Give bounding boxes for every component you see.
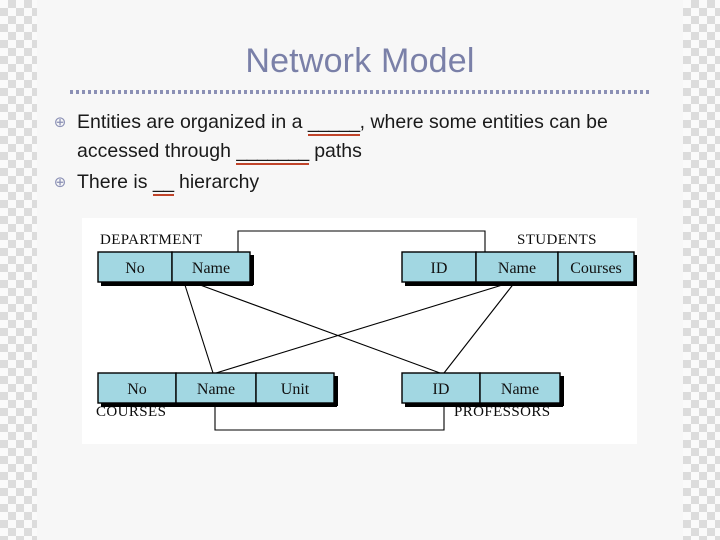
field-label: Name: [192, 260, 230, 277]
field-cell[interactable]: [401, 372, 481, 404]
cell-shadow: [561, 282, 637, 286]
cell-shadow: [175, 282, 253, 286]
bullet-item: ⊕ Entities are organized in a _____, wher…: [43, 108, 683, 166]
fill-in-blank: __: [152, 171, 174, 196]
transparency-checker-left: [0, 0, 37, 540]
field-cell[interactable]: [97, 372, 177, 404]
bullet-text-segment: hierarchy: [173, 171, 260, 193]
entity-label-professors: PROFESSORS: [454, 404, 551, 420]
cell-shadow: [334, 376, 338, 406]
field-label: ID: [433, 381, 450, 398]
entity-label-students: STUDENTS: [517, 232, 597, 248]
connector-dept-to-students-top: [237, 230, 486, 252]
field-cell[interactable]: [479, 372, 561, 404]
cell-shadow: [405, 403, 483, 407]
entity-label-courses: COURSES: [96, 404, 166, 420]
cell-shadow: [101, 403, 179, 407]
connector-students-name-to-courses-name: [215, 281, 513, 374]
cell-shadow: [483, 403, 563, 407]
bullet-text: There is __ hierarchy: [77, 168, 683, 197]
bullet-marker-icon: ⊕: [53, 113, 67, 131]
cell-shadow: [101, 282, 175, 286]
field-label: Name: [501, 381, 539, 398]
entity-department: DEPARTMENT No Name: [97, 232, 254, 286]
field-cell[interactable]: [255, 372, 335, 404]
slide-canvas: Network Model ⊕ Entities are organized in…: [37, 0, 683, 540]
field-cell[interactable]: [475, 251, 559, 283]
field-label: No: [125, 260, 145, 277]
fill-in-blank: _____: [307, 111, 360, 136]
bullet-list: ⊕ Entities are organized in a _____, wher…: [43, 108, 683, 199]
bullet-text: Entities are organized in a _____, where…: [77, 108, 683, 166]
bullet-text-segment: There is: [77, 171, 153, 193]
cell-shadow: [405, 282, 479, 286]
field-cell[interactable]: [97, 251, 173, 283]
connector-courses-to-professors-bottom: [214, 403, 445, 431]
connector-students-name-to-professors-id: [443, 281, 516, 374]
field-label: Unit: [281, 381, 310, 398]
entity-label-department: DEPARTMENT: [100, 232, 203, 248]
cell-shadow: [179, 403, 259, 407]
bullet-text-segment: , where some entities can be accessed th…: [77, 111, 608, 162]
connector-dept-name-to-professors-id: [191, 281, 441, 374]
entity-courses: COURSES No Name Unit: [96, 372, 338, 420]
transparency-checker-right: [683, 0, 720, 540]
bullet-text-segment: paths: [308, 140, 362, 162]
bullet-marker-icon: ⊕: [53, 173, 67, 191]
bullet-item: ⊕ There is __ hierarchy: [43, 168, 683, 197]
field-label: No: [127, 381, 147, 398]
field-label: Courses: [570, 260, 622, 277]
bullet-text-segment: Entities are organized in a: [77, 111, 308, 133]
cell-shadow: [634, 255, 637, 285]
field-label: Name: [197, 381, 235, 398]
cell-shadow: [259, 403, 337, 407]
field-cell[interactable]: [175, 372, 257, 404]
field-label: ID: [431, 260, 448, 277]
field-cell[interactable]: [557, 251, 635, 283]
cell-shadow: [560, 376, 564, 406]
cell-shadow: [250, 255, 254, 285]
page-title: Network Model: [245, 42, 475, 80]
connector-dept-name-to-courses-name: [183, 281, 214, 374]
fill-in-blank: _______: [236, 140, 309, 165]
entity-students: STUDENTS ID Name Courses: [401, 232, 637, 286]
field-cell[interactable]: [171, 251, 251, 283]
title-divider: [70, 90, 650, 94]
cell-shadow: [479, 282, 561, 286]
field-label: Name: [498, 260, 536, 277]
